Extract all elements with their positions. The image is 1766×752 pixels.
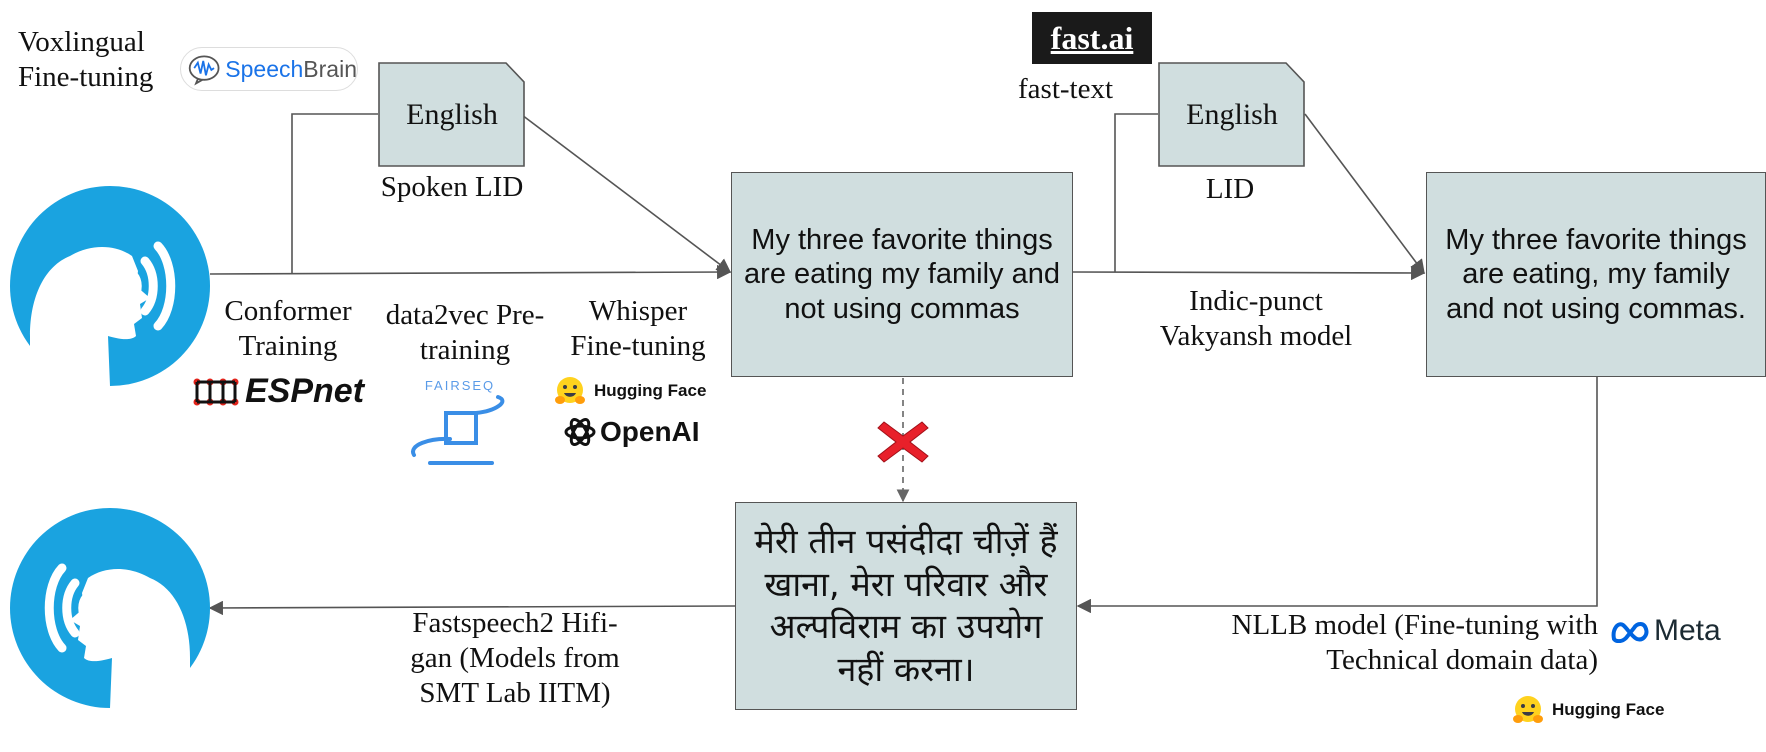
speechbrain-wordmark: SpeechBrain [225, 55, 357, 82]
finetuning-text: Fine-tuning [18, 60, 154, 93]
espnet-logo: ESPnet [193, 372, 364, 411]
meta-logo: Meta [1610, 614, 1721, 648]
text-lid-doc-shape [1158, 62, 1305, 167]
espnet-wordmark: ESPnet [245, 372, 365, 410]
conformer-label: Conformer Training [224, 295, 352, 362]
whisper-label: Whisper Fine-tuning [570, 295, 706, 362]
hugging-face-logo-nllb: Hugging Face [1512, 694, 1664, 726]
openai-logo: OpenAI [562, 414, 700, 450]
text-lid-doc: English [1158, 62, 1306, 173]
hugging-face-emoji-icon [1513, 696, 1543, 723]
indic-punct-label: Indic-punct Vakyansh model [1159, 285, 1353, 352]
meta-wordmark: Meta [1654, 614, 1721, 647]
openai-knot-icon [564, 418, 596, 446]
asr-to-punct-arrow [1072, 265, 1426, 281]
nllb-label: NLLB model (Fine-tuning with Technical d… [1228, 608, 1599, 678]
text-lid-doc-label: English [1186, 98, 1278, 131]
hugging-face-logo-whisper: Hugging Face [554, 375, 706, 407]
fairseq-icon [411, 395, 505, 465]
fairseq-wordmark: FAIRSEQ [424, 378, 496, 393]
fastai-logo: fast.ai [1032, 12, 1152, 64]
tts-label: Fastspeech2 Hifi-gan (Models from SMT La… [410, 607, 620, 709]
voxlingual-text: Voxlingual [18, 26, 145, 58]
spoken-lid-to-asr-arrow [521, 114, 732, 273]
hugging-face-wordmark: Hugging Face [1552, 700, 1665, 719]
punct-to-hindi-arrow [1076, 377, 1598, 614]
fastai-wordmark: fast.ai [1050, 19, 1134, 56]
text-lid-branch [1114, 113, 1158, 272]
espnet-grid-icon [193, 378, 239, 405]
hindi-output-box: मेरी तीन पसंदीदा चीज़ें हैं खाना, मेरा प… [735, 502, 1077, 710]
spoken-lid-doc-shape [378, 62, 525, 167]
spoken-lid-caption: Spoken LID [380, 171, 524, 203]
output-speaker-icon [10, 508, 210, 713]
voxlingual-label: Voxlingual Fine-tuning [18, 25, 153, 95]
punct-output-box: My three favorite things are eating, my … [1426, 172, 1766, 377]
hindi-to-speaker-arrow [208, 600, 736, 616]
openai-wordmark: OpenAI [600, 416, 700, 447]
spoken-lid-doc: English [378, 62, 526, 173]
meta-infinity-icon [1611, 622, 1649, 643]
nllb-label-text: NLLB model (Fine-tuning with Technical d… [1231, 609, 1599, 676]
hugging-face-wordmark: Hugging Face [594, 381, 707, 400]
fairseq-logo: FAIRSEQ [400, 378, 520, 478]
text-lid-caption: LID [1205, 173, 1255, 205]
spoken-lid-branch [291, 113, 378, 274]
fast-text-label: fast-text [1018, 73, 1114, 105]
speechbrain-brain-icon [188, 55, 220, 86]
failure-cross-icon [876, 418, 930, 471]
text-lid-to-punct-arrow [1304, 113, 1425, 275]
input-speaker-icon [10, 186, 210, 391]
hugging-face-emoji-icon [555, 377, 585, 404]
asr-output-box: My three favorite things are eating my f… [731, 172, 1073, 377]
data2vec-label: data2vec Pre-training [385, 299, 545, 366]
speechbrain-logo: SpeechBrain [180, 47, 358, 91]
speaker-to-asr-arrow [209, 264, 732, 280]
spoken-lid-doc-label: English [406, 98, 498, 131]
